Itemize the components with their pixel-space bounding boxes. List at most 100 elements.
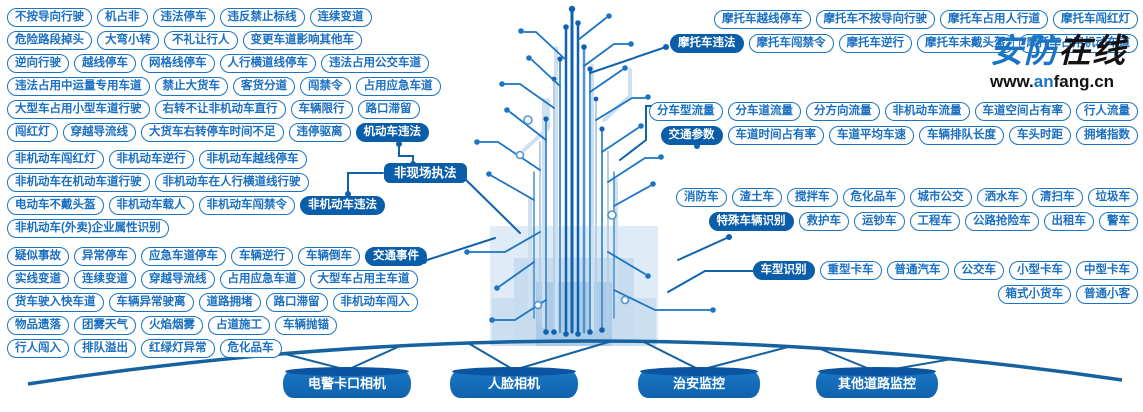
category-pill: 车道平均车速 <box>829 126 914 145</box>
section-label-pill: 机动车违法 <box>355 123 429 142</box>
light-traces <box>522 46 632 332</box>
category-pill: 路口滞留 <box>357 100 420 119</box>
non-motor-vehicle-violations-row: 非机动车(外卖)企业属性识别 <box>7 219 169 238</box>
category-pill: 危化品车 <box>842 188 905 207</box>
vehicle-type-recognition-row: 车型识别重型卡车普通汽车公交车小型卡车中型卡车 <box>752 261 1138 280</box>
special-vehicle-recognition-row: 特殊车辆识别救护车运钞车工程车公路抢险车出租车警车 <box>708 212 1138 231</box>
category-pill: 占用应急车道 <box>355 77 441 96</box>
category-pill: 警车 <box>1099 212 1138 231</box>
category-pill: 物品遗落 <box>7 316 69 335</box>
category-pill: 搅拌车 <box>787 188 838 207</box>
category-pill: 拥堵指数 <box>1076 126 1138 145</box>
category-pill: 客货分道 <box>233 77 295 96</box>
category-pill: 违法占用公交车道 <box>321 54 429 73</box>
category-pill: 摩托车越线停车 <box>714 10 811 29</box>
camera-label: 其他道路监控 <box>837 376 916 391</box>
category-pill: 连续变道 <box>74 270 136 289</box>
category-pill: 车头时距 <box>1009 126 1071 145</box>
section-label-pill: 交通参数 <box>660 126 723 145</box>
category-pill: 小型卡车 <box>1009 261 1071 280</box>
motorcycle-violations-row: 摩托车越线停车摩托车不按导向行驶摩托车占用人行道摩托车闯红灯 <box>714 10 1138 29</box>
category-pill: 摩托车占用机动车道 <box>1018 34 1138 53</box>
motor-vehicle-violations-row: 逆向行驶越线停车网格线停车人行横道线停车违法占用公交车道 <box>7 54 429 73</box>
section-label-pill: 交通事件 <box>365 247 427 266</box>
motor-vehicle-violations-row: 违法占用中运量专用车道禁止大货车客货分道闯禁令占用应急车道 <box>7 77 441 96</box>
vehicle-type-recognition-row: 箱式小货车普通小客 <box>997 285 1138 304</box>
category-pill: 非机动车越线停车 <box>198 150 307 169</box>
category-pill: 车辆抛锚 <box>275 316 337 335</box>
category-pill: 不礼让行人 <box>164 31 238 50</box>
category-pill: 大货车右转停车时间不足 <box>141 123 284 142</box>
category-pill: 车道时间占有率 <box>727 126 824 145</box>
category-pill: 摩托车占用人行道 <box>940 10 1048 29</box>
category-pill: 右转不让非机动车直行 <box>154 100 286 119</box>
category-pill: 车辆逆行 <box>231 247 293 266</box>
category-pill: 违停驱离 <box>288 123 351 142</box>
category-pill: 普通小客 <box>1076 285 1138 304</box>
category-pill: 摩托车闯红灯 <box>1053 10 1138 29</box>
category-pill: 清扫车 <box>1032 188 1083 207</box>
category-pill: 出租车 <box>1043 212 1094 231</box>
category-pill: 大型车占用小型车道行驶 <box>7 100 150 119</box>
trunk-bands <box>490 226 658 346</box>
category-pill: 渣土车 <box>731 188 782 207</box>
category-pill: 车道空间占有率 <box>974 102 1071 121</box>
category-pill: 穿越导流线 <box>62 123 136 142</box>
category-pill: 车辆倒车 <box>298 247 360 266</box>
non-motor-vehicle-violations-row: 电动车不戴头盔非机动车载人非机动车闯禁令非机动车违法 <box>7 196 385 215</box>
watermark-url: www.anfang.cn <box>990 72 1115 91</box>
section-label-pill: 非机动车违法 <box>300 196 385 215</box>
category-pill: 非机动车在人行横道线行驶 <box>154 173 309 192</box>
section-label-pill: 摩托车违法 <box>670 34 744 53</box>
category-pill: 非机动车载人 <box>108 196 194 215</box>
special-vehicle-recognition-row: 消防车渣土车搅拌车危化品车城市公交洒水车清扫车垃圾车 <box>676 188 1138 207</box>
traffic-parameters-row: 分车型流量分车道流量分方向流量非机动车流量车道空间占有率行人流量 <box>649 102 1138 121</box>
category-pill: 公路抢险车 <box>965 212 1039 231</box>
non-motor-vehicle-violations-row: 非机动车在机动车道行驶非机动车在人行横道线行驶 <box>7 173 309 192</box>
motor-vehicle-violations-row: 危险路段掉头大弯小转不礼让行人变更车道影响其他车 <box>7 31 362 50</box>
traffic-incidents-row: 疑似事故异常停车应急车道停车车辆逆行车辆倒车交通事件 <box>7 247 427 266</box>
category-pill: 车辆异常驶离 <box>108 293 194 312</box>
category-pill: 非机动车逆行 <box>108 150 194 169</box>
category-pill: 摩托车未戴头盔 <box>917 34 1014 53</box>
category-pill: 占道施工 <box>208 316 270 335</box>
category-pill: 非机动车在机动车道行驶 <box>7 173 150 192</box>
category-pill: 行人流量 <box>1076 102 1138 121</box>
category-pill: 路口滞留 <box>265 293 328 312</box>
traffic-incidents-row: 实线变道连续变道穿越导流线占用应急车道大型车占用主车道 <box>7 270 418 289</box>
category-pill: 运钞车 <box>854 212 905 231</box>
category-pill: 摩托车闯禁令 <box>748 34 834 53</box>
category-pill: 分车道流量 <box>727 102 801 121</box>
hollow-nodes <box>515 115 630 310</box>
category-pill: 货车驶入快车道 <box>7 293 104 312</box>
category-pill: 疑似事故 <box>7 247 69 266</box>
category-pill: 连续变道 <box>309 8 372 27</box>
category-pill: 应急车道停车 <box>141 247 226 266</box>
category-pill: 分车型流量 <box>649 102 723 121</box>
category-pill: 箱式小货车 <box>997 285 1071 304</box>
branch-dots <box>464 13 716 323</box>
category-pill: 危险路段掉头 <box>7 31 92 50</box>
trunk-lines <box>533 8 615 334</box>
category-pill: 行人闯入 <box>7 339 69 358</box>
category-pill: 违法停车 <box>152 8 215 27</box>
category-pill: 非机动车闯禁令 <box>198 196 295 215</box>
category-pill: 大弯小转 <box>97 31 159 50</box>
category-pill: 摩托车不按导向行驶 <box>815 10 935 29</box>
category-pill: 非机动车流量 <box>884 102 970 121</box>
category-pill: 穿越导流线 <box>141 270 215 289</box>
category-pill: 实线变道 <box>7 270 69 289</box>
camera-security-monitor: 治安监控 <box>638 367 760 398</box>
category-pill: 洒水车 <box>976 188 1027 207</box>
category-pill: 逆向行驶 <box>7 54 69 73</box>
category-pill: 分方向流量 <box>806 102 880 121</box>
traffic-incidents-row: 货车驶入快车道车辆异常驶离道路拥堵路口滞留非机动车闯入 <box>7 293 418 312</box>
category-pill: 人行横道线停车 <box>219 54 316 73</box>
category-pill: 违法占用中运量专用车道 <box>7 77 150 96</box>
category-pill: 变更车道影响其他车 <box>242 31 362 50</box>
category-pill: 团雾天气 <box>74 316 136 335</box>
category-pill: 垃圾车 <box>1087 188 1138 207</box>
category-pill: 非机动车(外卖)企业属性识别 <box>7 219 169 238</box>
category-pill: 工程车 <box>909 212 960 231</box>
category-pill: 城市公交 <box>909 188 972 207</box>
